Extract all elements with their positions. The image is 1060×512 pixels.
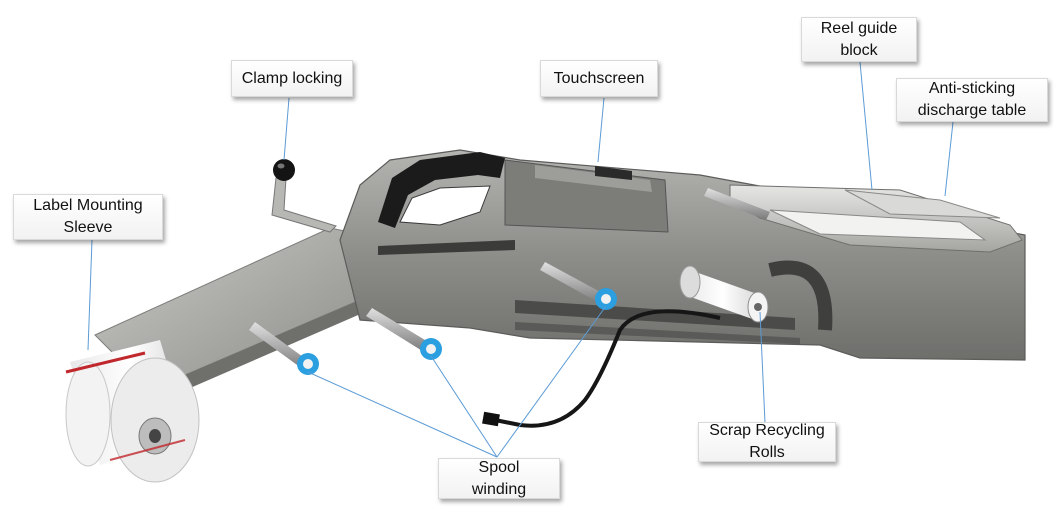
label-touchscreen: Touchscreen [553, 69, 645, 87]
label-scrap-recycling-rolls: Scrap Recycling Rolls [709, 422, 825, 461]
label-reel-guide-block: Reel guide block [820, 19, 898, 59]
clamp-lever [271, 177, 337, 233]
feeder-arm-edge [150, 300, 365, 402]
label-label-mounting-sleeve: Label Mounting Sleeve [33, 197, 143, 236]
scrap-roll [685, 270, 760, 320]
callout-touchscreen: Touchscreen [540, 60, 658, 97]
handle [378, 152, 505, 228]
cable [494, 309, 721, 428]
cable-plug [482, 411, 500, 427]
label-reel [65, 340, 200, 483]
spool-rings [297, 288, 617, 375]
main-body [339, 149, 1026, 361]
callout-spool-winding: Spool winding [438, 458, 560, 499]
callout-reel-guide-block: Reel guide block [801, 17, 917, 62]
label-clamp-locking: Clamp locking [241, 69, 343, 87]
spool-rods [249, 188, 770, 370]
guide-slot [378, 240, 515, 255]
callout-scrap-recycling-rolls: Scrap Recycling Rolls [698, 422, 836, 462]
leader-lines [87, 61, 954, 458]
clamp-knob [273, 159, 295, 181]
label-spool-winding: Spool winding [471, 458, 527, 498]
callout-clamp-locking: Clamp locking [231, 60, 353, 97]
label-anti-sticking-discharge-table: Anti-sticking discharge table [917, 80, 1027, 119]
callout-label-mounting-sleeve: Label Mounting Sleeve [13, 194, 163, 240]
callout-anti-sticking-discharge-table: Anti-sticking discharge table [896, 78, 1048, 122]
handle-cutout [399, 185, 491, 226]
